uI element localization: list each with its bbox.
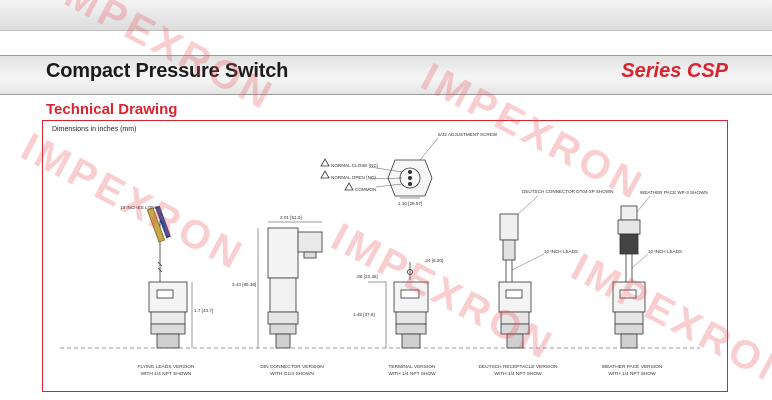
label-dim-17: 1.7 [43.7]: [194, 308, 213, 313]
caption-flying-leads-1: FLYING LEADS VERSION: [138, 364, 195, 370]
label-weather-pack: WEATHER PACE WP-3 SHOWN: [640, 190, 708, 195]
title-band: [0, 55, 772, 95]
caption-terminal-1: TERMINAL VERSION: [389, 364, 437, 370]
top-view-terminal: [387, 159, 433, 199]
label-normal-close: NORMAL CLOSE (NC): [331, 163, 379, 168]
label-normal-open: NORMAL OPEN (NO): [331, 175, 376, 180]
label-adjustment-screw: 5/32 ADJUSTMENT SCREW: [438, 132, 498, 137]
deutsch-unit: [498, 213, 532, 349]
series-title: Series CSP: [621, 60, 728, 82]
din-connector-unit: [257, 221, 323, 349]
top-band: [0, 0, 772, 31]
label-dim-24: .24 [6.20]: [424, 258, 443, 263]
caption-flying-leads-2: WITH 1/4 NPT SHOWN: [141, 371, 192, 377]
flying-leads-unit: [146, 205, 193, 349]
label-inches-long: 18 INCHES LONG: [120, 205, 158, 210]
caption-weather-2: WITH 1/4 NPT SHOW: [608, 371, 656, 377]
weather-pack-unit: [612, 205, 646, 349]
label-common: COMMON: [355, 187, 376, 192]
label-dim-88: .88 [22.35]: [356, 274, 378, 279]
caption-deutsch-2: WITH 1/4 NPT SHOW: [494, 371, 542, 377]
page-title: Compact Pressure Switch: [46, 60, 289, 82]
label-deutsch-connector: DEUTSCH CONNECTOR DT04-3P SHOWN: [522, 189, 613, 194]
label-inch-leads-1: 10 INCH LEADS: [544, 249, 578, 254]
caption-din-1: DIN CONNECTOR VERSION: [260, 364, 324, 370]
label-dim-110: 1.10 [28.57]: [398, 201, 422, 206]
caption-terminal-2: WITH 1/4 NPT SHOW: [388, 371, 436, 377]
caption-din-2: WITH G1/4 SHOWN: [270, 371, 314, 377]
label-dim-343: 3.43 [86.38]: [232, 282, 256, 287]
label-dim-148: 1.48 [37.6]: [353, 312, 375, 317]
drawing-frame: [42, 120, 728, 392]
section-title: Technical Drawing: [46, 101, 178, 118]
terminal-unit: [368, 262, 429, 349]
caption-deutsch-1: DEUTSCH RECEPTACLE VERSION: [478, 364, 558, 370]
dimensions-note: Dimensions in inches (mm): [52, 126, 137, 133]
label-dim-201: 2.01 [51.0]: [280, 215, 302, 220]
label-inch-leads-2: 10 INCH LEADS: [648, 249, 682, 254]
caption-weather-1: WEATHER PACE VERSION: [602, 364, 663, 370]
